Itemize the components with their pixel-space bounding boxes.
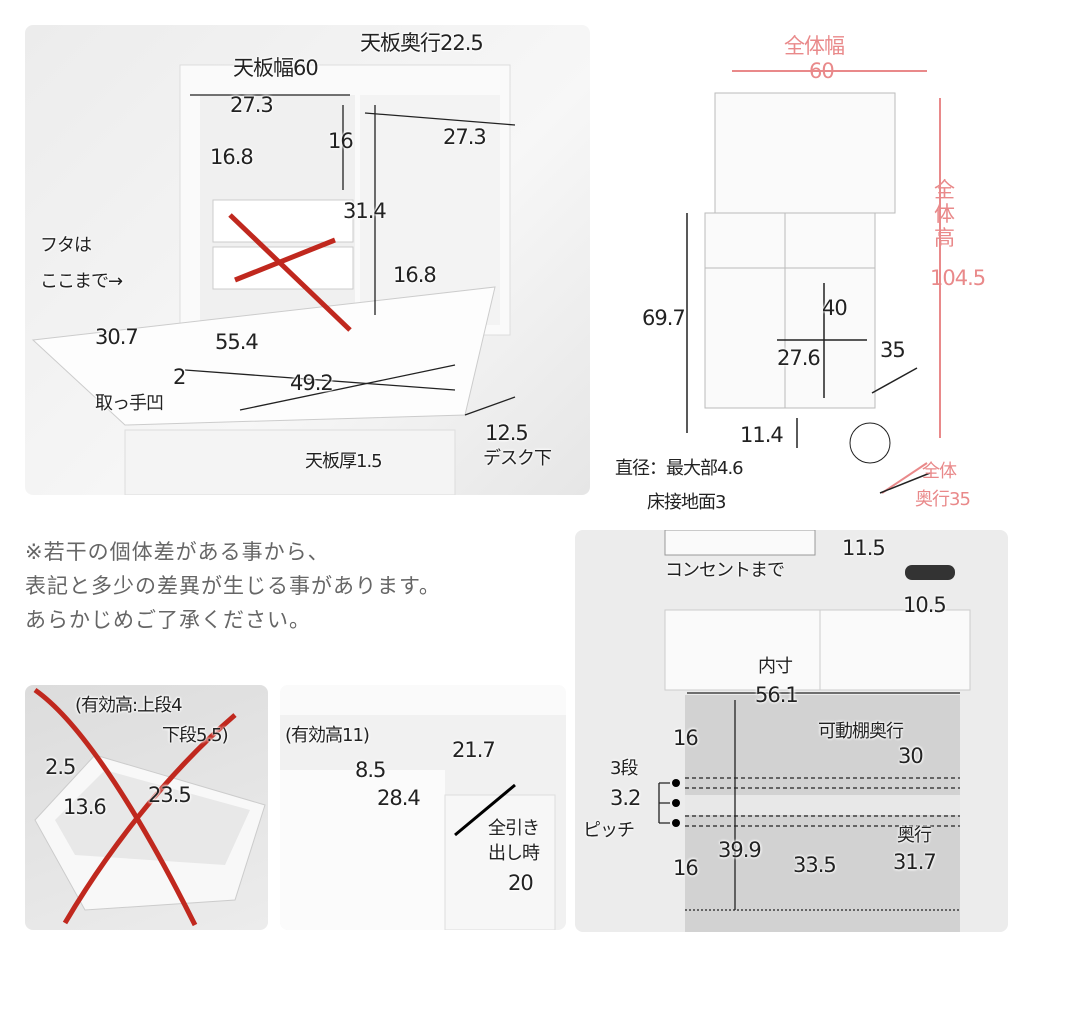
note-line: 表記と多少の差異が生じる事があります。 xyxy=(25,574,441,598)
drawer-depth-label: 28.4 xyxy=(377,786,421,810)
drawer-height-label: 8.5 xyxy=(355,758,386,782)
note-line: ※若干の個体差がある事から、 xyxy=(25,540,330,564)
tray-depth-label: 13.6 xyxy=(63,795,107,819)
grip-label: 取っ手凹 xyxy=(95,393,164,414)
depth-35-label: 35 xyxy=(880,338,906,362)
note-line: あらかじめご了承ください。 xyxy=(25,608,311,632)
outlet-distance-label: コンセントまで xyxy=(665,560,785,581)
grip-depth-label: 2 xyxy=(173,365,186,389)
under-desk-label: デスク下 xyxy=(483,448,552,469)
overall-height-value: 104.5 xyxy=(930,266,986,290)
overall-height-label: 全体高 xyxy=(934,178,955,250)
leg-diameter-label: 直径：最大部4.6 xyxy=(615,458,744,479)
outlet-distance-value: 11.5 xyxy=(842,536,886,560)
tray-height-label: 2.5 xyxy=(45,755,76,779)
full-pull-value: 20 xyxy=(508,871,534,895)
inner-width-value: 56.1 xyxy=(755,683,799,707)
height-39-9-label: 39.9 xyxy=(718,838,762,862)
drawer-width-label: 21.7 xyxy=(452,738,496,762)
shelf-steps-label: 3段 xyxy=(610,758,638,779)
top-depth-label: 天板奥行22.5 xyxy=(360,31,484,55)
desk-illustration xyxy=(31,64,516,495)
cabinet-outline xyxy=(686,70,941,494)
desk-dimension-photo: 天板幅60 天板奥行22.5 27.3 27.3 16 16.8 31.4 16… xyxy=(25,25,590,495)
depth-value: 31.7 xyxy=(893,850,937,874)
disclaimer-note: ※若干の個体差がある事から、 表記と多少の差異が生じる事があります。 あらかじめ… xyxy=(25,535,441,637)
shelf-width-a-label: 16.8 xyxy=(210,145,254,169)
depth-label: 奥行 xyxy=(897,825,932,846)
tray-dimension-photo: (有効高:上段4 下段5.5) 2.5 13.6 23.5 xyxy=(25,685,268,930)
under-desk-value: 12.5 xyxy=(485,421,529,445)
width-49-2-label: 49.2 xyxy=(290,371,334,395)
lid-note-line1: フタは xyxy=(40,235,92,256)
shelf-width-b-label: 16.8 xyxy=(393,263,437,287)
width-27-6-label: 27.6 xyxy=(777,346,821,370)
top-width-label: 天板幅60 xyxy=(233,56,319,80)
height-69-7-label: 69.7 xyxy=(642,306,686,330)
inner-size-label: 内寸 xyxy=(758,656,793,677)
overall-width-value: 60 xyxy=(809,59,835,83)
overall-depth-value: 奥行35 xyxy=(915,489,971,510)
width-right-label: 27.3 xyxy=(443,125,487,149)
drawer-illustration xyxy=(280,685,566,930)
upper-height-label: 16 xyxy=(673,726,699,750)
lid-note-line2: ここまで→ xyxy=(40,271,123,292)
shelf-depth-label: 可動棚奥行 xyxy=(818,721,904,742)
cabinet-interior-photo: 11.5 コンセントまで 10.5 内寸 56.1 16 可動棚奥行 30 3段… xyxy=(575,530,1008,932)
full-pull-label-1: 全引き xyxy=(488,818,540,839)
top-thickness-label: 天板厚1.5 xyxy=(305,451,383,472)
width-left-label: 27.3 xyxy=(230,93,274,117)
leg-floor-label: 床接地面3 xyxy=(647,492,726,513)
cabinet-illustration xyxy=(658,530,971,932)
outlet-width-value: 10.5 xyxy=(903,593,947,617)
tray-effective-height-2: 下段5.5) xyxy=(162,725,229,746)
tray-illustration xyxy=(33,687,266,927)
full-pull-label-2: 出し時 xyxy=(488,843,540,864)
depth-30-7-label: 30.7 xyxy=(95,325,139,349)
tray-effective-height-1: (有効高:上段4 xyxy=(75,695,183,716)
height-33-5-label: 33.5 xyxy=(793,853,837,877)
height-31-4-label: 31.4 xyxy=(343,199,387,223)
drawer-dimension-photo: (有効高11) 8.5 21.7 28.4 全引き 出し時 20 xyxy=(280,685,566,930)
pitch-label: ピッチ xyxy=(583,820,635,841)
leg-height-label: 11.4 xyxy=(740,423,784,447)
lower-height-label: 16 xyxy=(673,856,699,880)
height-40-label: 40 xyxy=(822,296,848,320)
drawer-effective-height: (有効高11) xyxy=(285,725,370,746)
overall-dimension-diagram: 全体幅 60 全体高 104.5 69.7 40 27.6 35 11.4 直径… xyxy=(612,28,1012,518)
height-16-label: 16 xyxy=(328,129,354,153)
shelf-depth-value: 30 xyxy=(898,744,924,768)
width-55-4-label: 55.4 xyxy=(215,330,259,354)
tray-width-label: 23.5 xyxy=(148,783,192,807)
pitch-value: 3.2 xyxy=(610,786,641,810)
overall-depth-label: 全体 xyxy=(922,461,957,482)
overall-width-label: 全体幅 xyxy=(784,34,845,58)
